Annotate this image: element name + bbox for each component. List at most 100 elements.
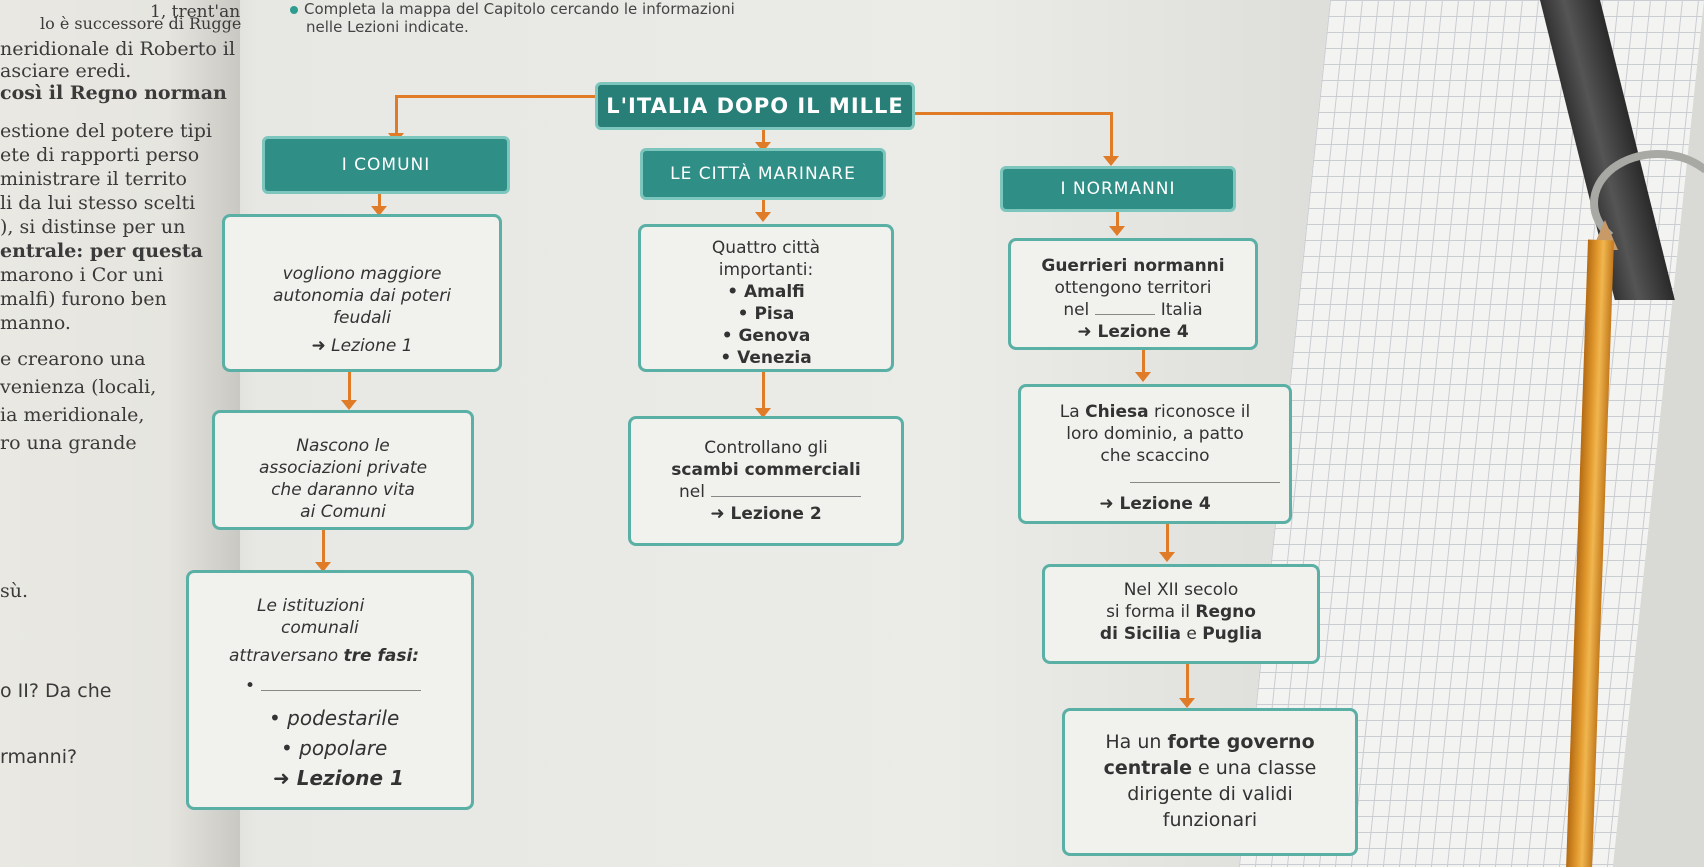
left-page-text: lo è successore di Rugge 1, trent'an ner… bbox=[0, 0, 242, 867]
connector-line bbox=[915, 112, 1110, 115]
left-line: sù. bbox=[0, 580, 29, 602]
card-text: La bbox=[1059, 402, 1086, 422]
arrow-down-icon bbox=[341, 372, 357, 410]
arrow-down-icon bbox=[1159, 524, 1175, 562]
card-text: centrale bbox=[1103, 757, 1192, 779]
card-text: Chiesa bbox=[1085, 402, 1149, 422]
city-item: • Venezia bbox=[720, 348, 812, 368]
card-text: Controllano gli bbox=[704, 438, 828, 458]
binder-ring bbox=[1590, 150, 1704, 256]
card-text: • podestarile bbox=[269, 706, 400, 730]
card-text: Le istituzioni bbox=[257, 596, 365, 616]
card-text: che scaccino bbox=[1100, 446, 1210, 466]
card-regno-sicilia: Nel XII secolo si forma il Regno di Sici… bbox=[1042, 564, 1320, 664]
left-line: ro una grande bbox=[0, 432, 137, 454]
card-text: Regno bbox=[1195, 602, 1256, 622]
card-text: nel bbox=[679, 482, 705, 502]
bullet-dot-icon bbox=[290, 6, 298, 14]
left-line: malfi) furono ben bbox=[0, 288, 167, 310]
left-line: lo è successore di Rugge bbox=[40, 14, 242, 33]
card-text: loro dominio, a patto bbox=[1066, 424, 1244, 444]
header-normanni: I NORMANNI bbox=[1000, 166, 1236, 212]
city-item: • Pisa bbox=[737, 304, 795, 324]
left-line: ete di rapporti perso bbox=[0, 144, 200, 166]
instructions: Completa la mappa del Capitolo cercando … bbox=[290, 0, 735, 36]
left-line: estione del potere tipi bbox=[0, 120, 212, 142]
lesson-reference: ➜ Lezione 2 bbox=[710, 504, 822, 524]
card-text: ottengono territori bbox=[1054, 278, 1212, 298]
left-line: entrale: per questa bbox=[0, 240, 203, 262]
card-istituzioni-comunali: Le istituzioni comunali attraversano tre… bbox=[186, 570, 474, 810]
arrow-down-icon bbox=[1109, 212, 1125, 236]
card-text: e bbox=[1180, 624, 1203, 644]
card-text: scambi commerciali bbox=[671, 460, 861, 480]
arrow-down-icon bbox=[315, 530, 331, 572]
card-text: importanti: bbox=[718, 260, 814, 280]
left-line: marono i Cor uni bbox=[0, 264, 164, 286]
lesson-reference: ➜ Lezione 4 bbox=[1099, 494, 1211, 514]
fill-in-blank[interactable] bbox=[261, 690, 422, 691]
arrow-down-icon bbox=[1103, 112, 1119, 166]
card-text: Quattro città bbox=[711, 238, 821, 258]
arrow-down-icon bbox=[1179, 664, 1195, 708]
card-text: forte governo bbox=[1167, 731, 1315, 753]
header-comuni: I COMUNI bbox=[262, 136, 510, 194]
card-text: feudali bbox=[333, 308, 391, 328]
card-text: e una classe bbox=[1191, 757, 1317, 779]
card-chiesa: La Chiesa riconosce il loro dominio, a p… bbox=[1018, 384, 1292, 524]
left-line: venienza (locali, bbox=[0, 376, 157, 398]
left-line: 1, trent'an bbox=[150, 2, 241, 22]
city-item: • Genova bbox=[721, 326, 811, 346]
fill-in-blank[interactable] bbox=[710, 496, 861, 497]
card-text: dirigente di validi bbox=[1127, 783, 1293, 805]
connector-line bbox=[395, 95, 595, 98]
arrow-down-icon bbox=[388, 95, 404, 143]
card-text: Puglia bbox=[1202, 624, 1263, 644]
card-text: che daranno vita bbox=[271, 480, 415, 500]
card-text: comunali bbox=[281, 618, 359, 638]
lesson-reference: ➜ Lezione 1 bbox=[311, 336, 413, 356]
arrow-down-icon bbox=[755, 130, 771, 152]
fill-in-blank[interactable] bbox=[1130, 482, 1280, 483]
left-line: rmanni? bbox=[0, 746, 78, 768]
card-text: di Sicilia bbox=[1099, 624, 1181, 644]
left-line: ia meridionale, bbox=[0, 404, 145, 426]
card-text: autonomia dai poteri bbox=[273, 286, 451, 306]
card-text: tre fasi: bbox=[343, 646, 420, 666]
left-line: così il Regno norman bbox=[0, 82, 227, 104]
header-citta-marinare: LE CITTÀ MARINARE bbox=[640, 148, 886, 200]
left-line: o II? Da che bbox=[0, 680, 112, 702]
card-comuni-autonomia: vogliono maggiore autonomia dai poteri f… bbox=[222, 214, 502, 372]
arrow-down-icon bbox=[755, 200, 771, 222]
arrow-down-icon bbox=[755, 372, 771, 418]
left-line: neridionale di Roberto il bbox=[0, 38, 236, 60]
card-text: • popolare bbox=[281, 736, 388, 760]
left-line: li da lui stesso scelti bbox=[0, 192, 196, 214]
left-line: asciare eredi. bbox=[0, 60, 132, 82]
card-quattro-citta: Quattro città importanti: • Amalfi • Pis… bbox=[638, 224, 894, 372]
fill-in-blank[interactable] bbox=[1095, 314, 1156, 315]
instructions-line-1: Completa la mappa del Capitolo cercando … bbox=[304, 0, 735, 18]
left-line: ministrare il territo bbox=[0, 168, 187, 190]
card-text: Ha un bbox=[1105, 731, 1168, 753]
card-text: vogliono maggiore bbox=[282, 264, 442, 284]
left-line: ), si distinse per un bbox=[0, 216, 186, 238]
left-line: manno. bbox=[0, 312, 71, 334]
card-text: si forma il bbox=[1106, 602, 1196, 622]
card-text: Italia bbox=[1160, 300, 1203, 320]
card-text: associazioni private bbox=[258, 458, 428, 478]
card-text: • bbox=[245, 676, 256, 696]
card-text: funzionari bbox=[1162, 809, 1258, 831]
city-item: • Amalfi bbox=[727, 282, 805, 302]
card-scambi-commerciali: Controllano gli scambi commerciali nel ➜… bbox=[628, 416, 904, 546]
card-text: Nel XII secolo bbox=[1123, 580, 1239, 600]
instructions-line-2: nelle Lezioni indicate. bbox=[306, 18, 469, 36]
card-text: nel bbox=[1063, 300, 1090, 320]
left-line: e crearono una bbox=[0, 348, 146, 370]
card-forte-governo: Ha un forte governo centrale e una class… bbox=[1062, 708, 1358, 856]
lesson-reference: ➜ Lezione 4 bbox=[1077, 322, 1189, 342]
card-text: ai Comuni bbox=[300, 502, 386, 522]
card-text: riconosce il bbox=[1148, 402, 1251, 422]
map-title: L'ITALIA DOPO IL MILLE bbox=[595, 82, 915, 130]
